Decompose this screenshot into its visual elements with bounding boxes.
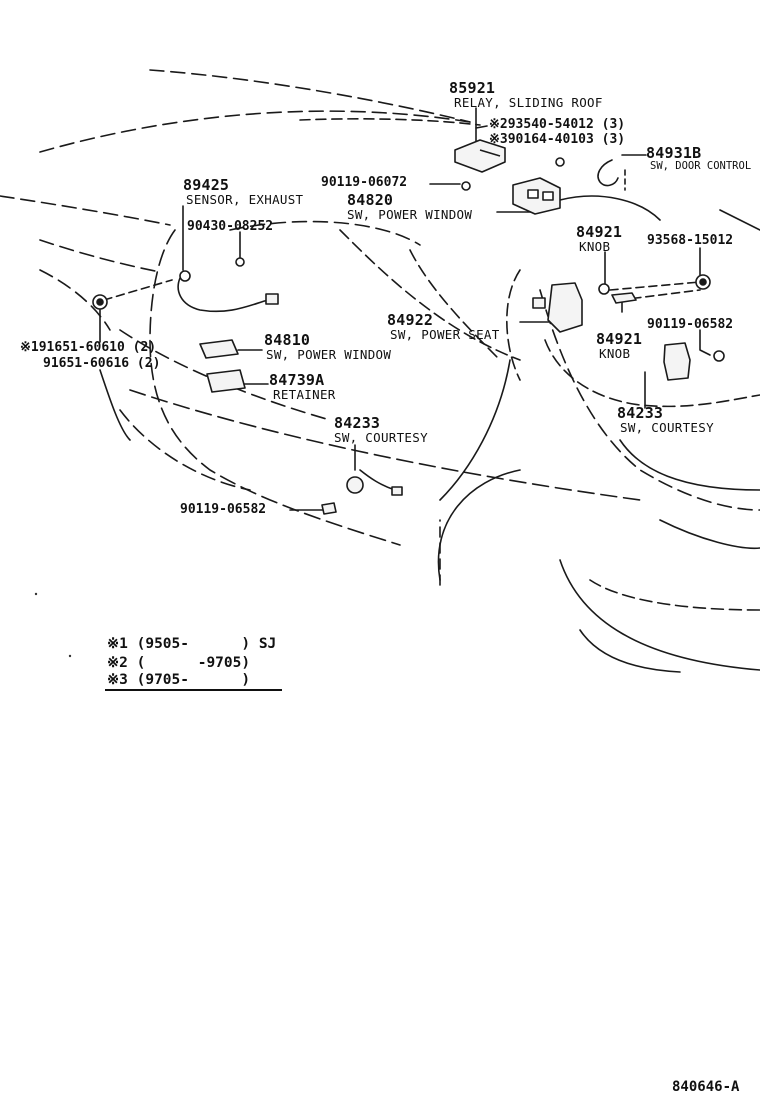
- lower-body: [99, 369, 131, 441]
- leader-293540: [475, 125, 488, 129]
- courtesy-switch-left: [346, 476, 364, 494]
- power-seat-switch: [547, 282, 583, 333]
- inner-panel-2: [544, 339, 760, 408]
- part-name-84233-right: SW, COURTESY: [620, 420, 714, 435]
- exhaust-sensor-connector: [265, 293, 279, 305]
- note-3: ※3 (9705- ): [107, 672, 251, 688]
- part-number-191651: ※191651-60610 (2): [20, 340, 157, 355]
- part-number-84931b: 84931B: [646, 144, 702, 162]
- power-window-switch-lower: [199, 339, 239, 359]
- roof-outline-2: [149, 69, 471, 123]
- knob-upper: [598, 283, 610, 295]
- courtesy-wire: [359, 469, 396, 491]
- courtesy-switch-right: [663, 342, 691, 381]
- clip-line-right: [609, 281, 701, 291]
- stray-dot-1: [34, 592, 38, 596]
- part-number-90119-06072: 90119-06072: [321, 175, 408, 190]
- rear-deck: [619, 439, 760, 491]
- wheel-arch: [437, 469, 521, 581]
- part-number-84233-right: 84233: [617, 404, 664, 422]
- quarter-panel: [539, 289, 760, 511]
- trunk: [589, 579, 760, 611]
- rear-body: [559, 195, 661, 221]
- part-name-84820: SW, POWER WINDOW: [347, 207, 473, 222]
- roof-outline-3: [299, 118, 481, 126]
- part-number-293540: ※293540-54012 (3): [489, 117, 626, 132]
- rocker: [119, 409, 251, 491]
- part-number-90430: 90430-08252: [187, 219, 274, 234]
- note-1: ※1 (9505- ) SJ: [107, 636, 277, 652]
- rear-body-2: [719, 209, 760, 231]
- rear-lower: [559, 559, 760, 671]
- relay-sliding-roof: [454, 139, 506, 173]
- part-name-84810: SW, POWER WINDOW: [266, 347, 392, 362]
- body-line-2: [39, 239, 161, 273]
- diagram-code: 840646-A: [672, 1079, 740, 1095]
- pillar-line-2: [339, 229, 521, 361]
- retainer: [206, 369, 246, 393]
- screw-relay: [555, 157, 565, 167]
- roof-outline: [39, 110, 471, 153]
- rear-panel: [506, 269, 521, 381]
- bumper: [659, 519, 760, 550]
- note-2: ※2 ( -9705): [107, 655, 251, 671]
- part-name-89425: SENSOR, EXHAUST: [186, 192, 304, 207]
- screw-90119a: [461, 181, 471, 191]
- part-number-390164: ※390164-40103 (3): [489, 132, 626, 147]
- stray-dot-2: [68, 654, 72, 658]
- clip-line-left: [103, 279, 173, 301]
- part-name-84921-lower: KNOB: [599, 346, 631, 361]
- rear-lower-2: [579, 629, 681, 673]
- part-number-90119-06582-right: 90119-06582: [647, 317, 734, 332]
- part-number-84810: 84810: [264, 331, 311, 349]
- inner-panel: [439, 359, 511, 501]
- sensor-clip: [179, 270, 191, 282]
- leader-90119b: [699, 329, 711, 356]
- part-name-84931b: SW, DOOR CONTROL: [650, 160, 752, 172]
- part-number-93568: 93568-15012: [647, 233, 734, 248]
- body-line-3: [39, 269, 111, 331]
- knob-right: [611, 292, 637, 304]
- part-number-91651: 91651-60616 (2): [43, 356, 161, 371]
- part-number-90119-06582-left: 90119-06582: [180, 502, 267, 517]
- part-number-85921: 85921: [449, 79, 496, 97]
- part-number-84921-lower: 84921: [596, 330, 643, 348]
- part-number-84922: 84922: [387, 311, 434, 329]
- pillar-line: [409, 249, 501, 361]
- bolt-90119b: [713, 350, 725, 362]
- nut-90430: [235, 257, 245, 267]
- door-control-wire: [597, 159, 619, 187]
- door-window: [229, 220, 421, 246]
- part-name-85921: RELAY, SLIDING ROOF: [454, 95, 603, 110]
- body-line-1: [0, 195, 171, 226]
- sill-line: [129, 389, 641, 501]
- exhaust-sensor-wire: [177, 277, 269, 313]
- part-number-84233-left: 84233: [334, 414, 381, 432]
- part-name-84739a: RETAINER: [273, 387, 336, 402]
- part-name-84921-upper: KNOB: [579, 239, 611, 254]
- part-name-84922: SW, POWER SEAT: [390, 327, 500, 342]
- part-number-84921-upper: 84921: [576, 223, 623, 241]
- bolt-90119: [321, 502, 337, 515]
- part-number-89425: 89425: [183, 176, 230, 194]
- part-number-84820: 84820: [347, 191, 394, 209]
- part-name-84233-left: SW, COURTESY: [334, 430, 428, 445]
- part-number-84739a: 84739A: [269, 371, 325, 389]
